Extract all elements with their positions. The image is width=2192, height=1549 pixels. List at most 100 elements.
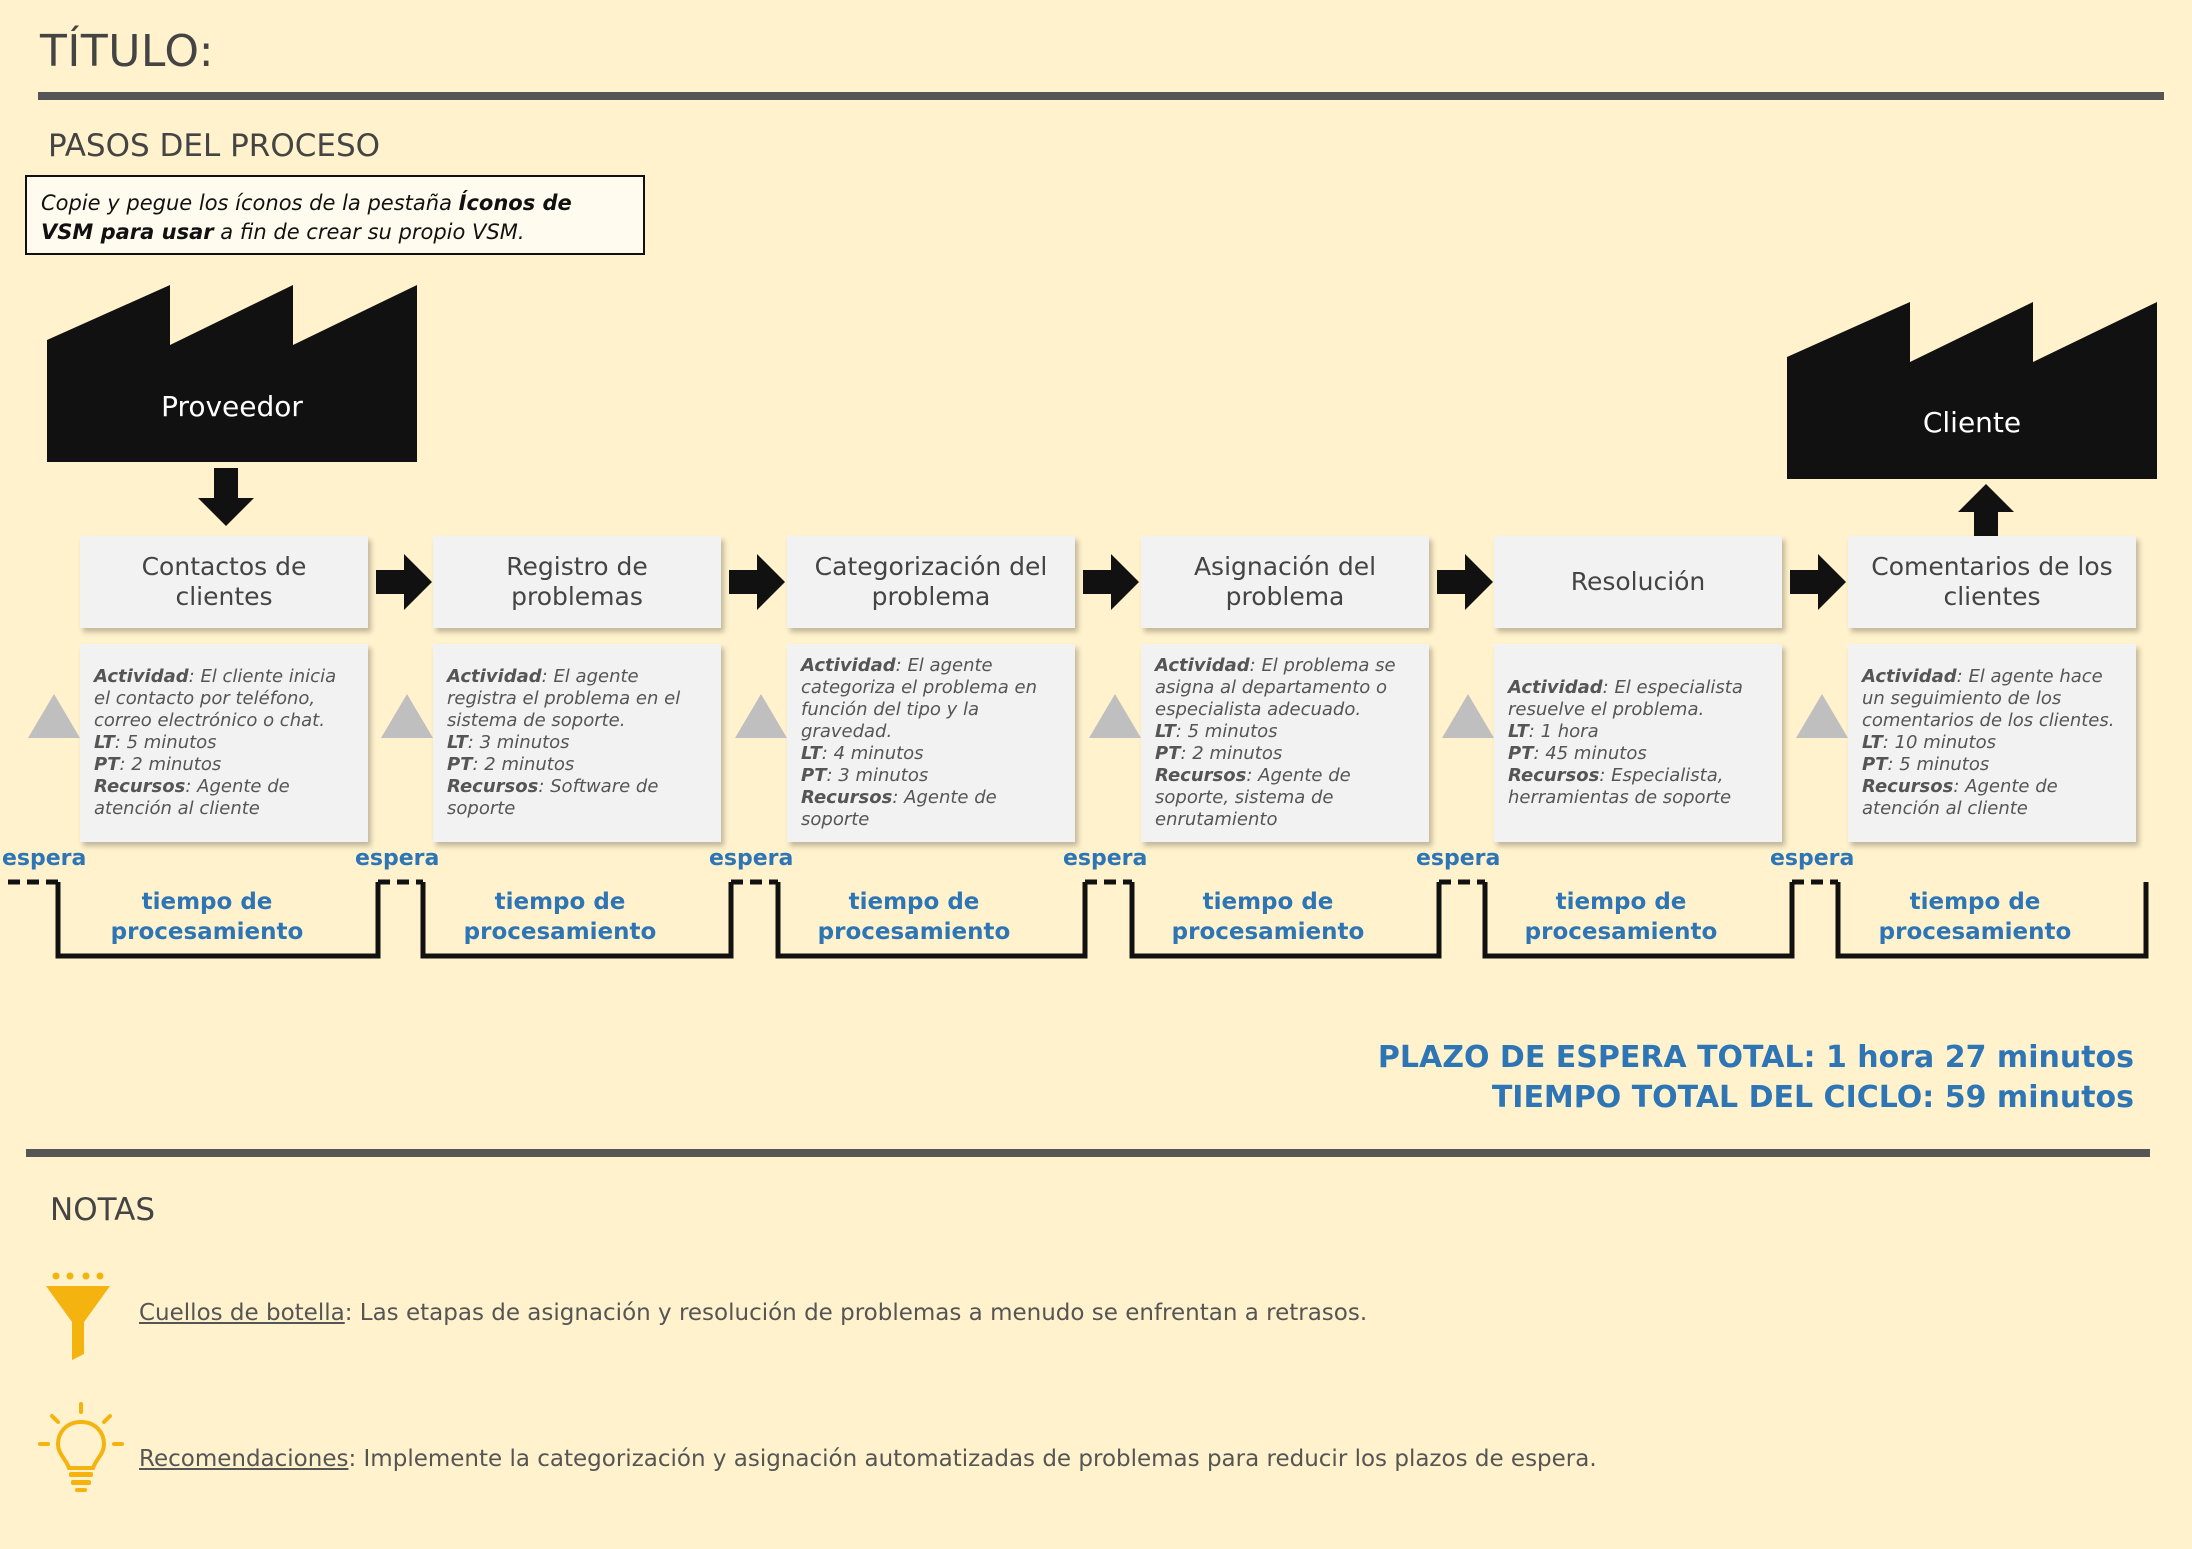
data-value-lt: 10 minutos (1894, 732, 1997, 753)
note-bottlenecks: Cuellos de botella: Las etapas de asigna… (139, 1300, 1367, 1326)
supplier-label: Proveedor (161, 390, 303, 423)
data-label-lt: LT (1862, 732, 1883, 753)
data-value-lt: 5 minutos (1187, 721, 1278, 742)
process-step-title: Registro de problemas (433, 536, 721, 628)
wait-label: espera (709, 846, 794, 871)
instruction-bold: Íconos de VSM para usar (41, 191, 572, 244)
data-row-lt: LT: 5 minutos (94, 732, 354, 754)
process-data-box: Actividad: El agente hace un seguimiento… (1848, 644, 2136, 842)
data-value-activity: El agente registra el problema en el sis… (447, 666, 681, 731)
data-value-resources: Especialista, herramientas de soporte (1508, 765, 1732, 808)
data-value-pt: 5 minutos (1899, 754, 1990, 775)
note-bottlenecks-text: : Las etapas de asignación y resolución … (344, 1300, 1368, 1326)
total-cycle-time: TIEMPO TOTAL DEL CICLO: 59 minutos (1491, 1080, 2134, 1115)
data-row-pt: PT: 2 minutos (94, 754, 354, 776)
wait-label: espera (355, 846, 440, 871)
separator: : (895, 655, 908, 676)
separator: : (472, 754, 485, 775)
process-step-title: Asignación del problema (1141, 536, 1429, 628)
data-value-resources: Agente de soporte, sistema de enrutamien… (1155, 765, 1351, 830)
data-label-resources: Recursos (1508, 765, 1600, 786)
separator: : (185, 776, 198, 797)
inventory-triangle-icon (1442, 694, 1494, 738)
data-row-resources: Recursos: Especialista, herramientas de … (1508, 765, 1768, 809)
data-row-pt: PT: 5 minutos (1862, 754, 2122, 776)
inventory-triangle-icon (1089, 694, 1141, 738)
data-label-lt: LT (94, 732, 115, 753)
data-row-lt: LT: 10 minutos (1862, 732, 2122, 754)
data-value-pt: 2 minutos (131, 754, 222, 775)
instruction-box: Copie y pegue los íconos de la pestaña Í… (25, 175, 645, 255)
inventory-triangle-icon (28, 694, 80, 738)
data-label-resources: Recursos (801, 787, 893, 808)
data-label-resources: Recursos (94, 776, 186, 797)
process-step-title: Resolución (1494, 536, 1782, 628)
data-label-activity: Actividad (801, 655, 896, 676)
separator: : (1953, 776, 1966, 797)
separator: : (1887, 754, 1900, 775)
data-value-activity: El cliente inicia el contacto por teléfo… (94, 666, 337, 731)
separator: : (467, 732, 480, 753)
inventory-triangle-icon (381, 694, 433, 738)
data-label-pt: PT (1155, 743, 1181, 764)
separator: : (821, 743, 834, 764)
separator: : (541, 666, 554, 687)
customer-label: Cliente (1922, 406, 2022, 439)
data-row-pt: PT: 45 minutos (1508, 743, 1768, 765)
data-value-activity: El problema se asigna al departamento o … (1155, 655, 1396, 720)
data-row-resources: Recursos: Agente de atención al cliente (94, 776, 354, 820)
note-recommendations-label: Recomendaciones (139, 1446, 349, 1472)
factory-icon (1787, 302, 2157, 479)
data-row-activity: Actividad: El cliente inicia el contacto… (94, 666, 354, 732)
inventory-triangle-icon (1796, 694, 1848, 738)
note-recommendations-text: : Implemente la categorización y asignac… (348, 1446, 1597, 1472)
note-bottlenecks-label: Cuellos de botella (139, 1300, 345, 1326)
data-label-activity: Actividad (94, 666, 189, 687)
processing-time-label: tiempo de procesamiento (1878, 889, 2072, 945)
data-row-activity: Actividad: El agente hace un seguimiento… (1862, 666, 2122, 732)
data-value-resources: Agente de atención al cliente (1862, 776, 2058, 819)
factory-icon (47, 285, 417, 462)
data-label-pt: PT (447, 754, 473, 775)
inventory-triangle-icon (735, 694, 787, 738)
data-row-lt: LT: 4 minutos (801, 743, 1061, 765)
section-notes-heading: NOTAS (50, 1192, 156, 1228)
data-row-activity: Actividad: El agente categoriza el probl… (801, 655, 1061, 743)
data-row-lt: LT: 5 minutos (1155, 721, 1415, 743)
data-row-activity: Actividad: El agente registra el problem… (447, 666, 707, 732)
data-row-lt: LT: 1 hora (1508, 721, 1768, 743)
process-step-title: Comentarios de los clientes (1848, 536, 2136, 628)
note-recommendations: Recomendaciones: Implemente la categoriz… (139, 1446, 1597, 1472)
notes-divider (26, 1149, 2150, 1157)
push-arrow-icon (729, 554, 785, 610)
data-label-activity: Actividad (447, 666, 542, 687)
data-label-pt: PT (94, 754, 120, 775)
data-row-activity: Actividad: El especialista resuelve el p… (1508, 677, 1768, 721)
up-arrow-icon (1958, 484, 2014, 538)
data-label-pt: PT (1862, 754, 1888, 775)
separator: : (1882, 732, 1895, 753)
process-step-title: Categorización del problema (787, 536, 1075, 628)
data-value-lt: 4 minutos (833, 743, 924, 764)
wait-label: espera (1063, 846, 1148, 871)
separator: : (1180, 743, 1193, 764)
wait-label: espera (1416, 846, 1501, 871)
data-value-lt: 5 minutos (126, 732, 217, 753)
data-row-pt: PT: 3 minutos (801, 765, 1061, 787)
page-title: TÍTULO: (40, 26, 215, 77)
separator: : (1599, 765, 1612, 786)
data-label-lt: LT (1508, 721, 1529, 742)
data-label-pt: PT (1508, 743, 1534, 764)
push-arrow-icon (376, 554, 432, 610)
data-row-pt: PT: 2 minutos (447, 754, 707, 776)
data-row-lt: LT: 3 minutos (447, 732, 707, 754)
data-label-lt: LT (447, 732, 468, 753)
data-row-resources: Recursos: Software de soporte (447, 776, 707, 820)
data-value-lt: 1 hora (1540, 721, 1599, 742)
processing-time-label: tiempo de procesamiento (1524, 889, 1718, 945)
separator: : (538, 776, 551, 797)
section-steps-heading: PASOS DEL PROCESO (48, 128, 381, 164)
process-data-box: Actividad: El especialista resuelve el p… (1494, 644, 1782, 842)
data-label-resources: Recursos (447, 776, 539, 797)
lightbulb-icon (38, 1402, 124, 1492)
